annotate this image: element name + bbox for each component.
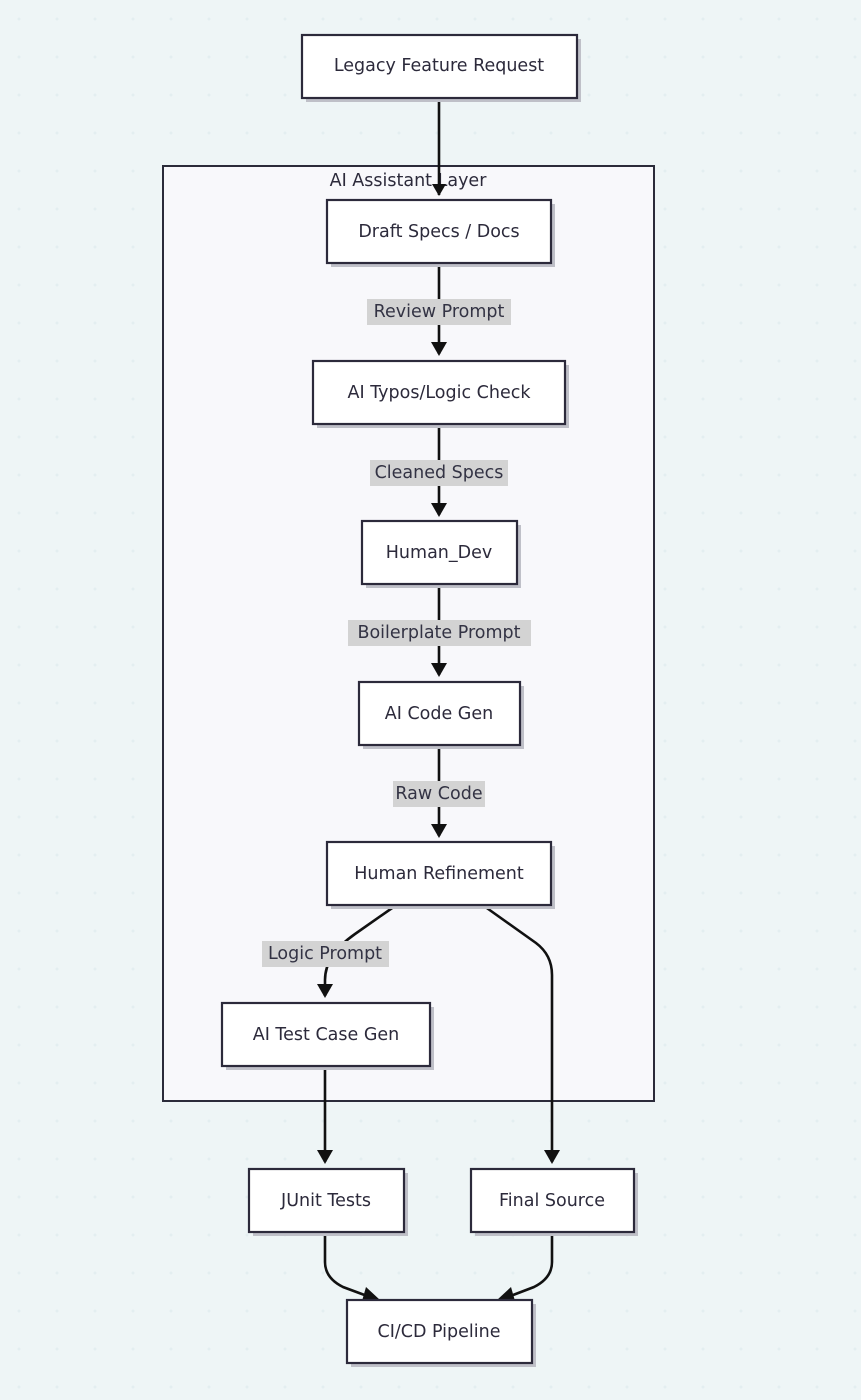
node-human-refinement[interactable]: Human Refinement — [325, 840, 555, 909]
node-legacy-feature-request-label: Legacy Feature Request — [334, 56, 544, 76]
arrow-to-refine — [431, 824, 447, 838]
arrow-to-final — [544, 1150, 560, 1164]
node-ci-cd-pipeline-label: CI/CD Pipeline — [377, 1322, 500, 1342]
edge-label-boilerplate-prompt-text: Boilerplate Prompt — [357, 623, 520, 643]
edge-junit-to-cicd — [323, 1233, 379, 1302]
edge-label-cleaned-specs-text: Cleaned Specs — [375, 463, 504, 483]
edge-refine-to-final — [483, 904, 554, 1162]
edge-labels: Review Prompt Cleaned Specs Boilerplate … — [262, 299, 531, 967]
edge-label-cleaned-specs: Cleaned Specs — [370, 460, 508, 486]
node-ai-test-case-gen-label: AI Test Case Gen — [253, 1025, 400, 1045]
edge-final-to-cicd — [499, 1233, 554, 1302]
node-human-dev[interactable]: Human_Dev — [360, 519, 521, 588]
edge-label-logic-prompt-text: Logic Prompt — [268, 944, 382, 964]
node-human-refinement-label: Human Refinement — [354, 864, 524, 884]
arrow-to-junit — [317, 1150, 333, 1164]
edge-label-raw-code: Raw Code — [393, 781, 485, 807]
node-draft-specs-docs-label: Draft Specs / Docs — [358, 222, 519, 242]
node-ai-test-case-gen[interactable]: AI Test Case Gen — [220, 1001, 434, 1070]
node-final-source-label: Final Source — [499, 1191, 605, 1211]
edges — [317, 98, 560, 1302]
node-ai-typos-logic-check[interactable]: AI Typos/Logic Check — [311, 359, 569, 428]
node-human-dev-label: Human_Dev — [386, 543, 492, 563]
edge-label-review-prompt: Review Prompt — [367, 299, 511, 325]
cluster-title: AI Assistant Layer — [330, 171, 488, 191]
node-ai-code-gen-label: AI Code Gen — [385, 704, 493, 724]
node-final-source[interactable]: Final Source — [469, 1167, 638, 1236]
node-junit-tests-label: JUnit Tests — [280, 1191, 371, 1211]
node-ci-cd-pipeline[interactable]: CI/CD Pipeline — [345, 1298, 536, 1367]
node-legacy-feature-request[interactable]: Legacy Feature Request — [300, 33, 581, 102]
node-draft-specs-docs[interactable]: Draft Specs / Docs — [325, 198, 555, 267]
arrow-junit-to-cicd — [362, 1287, 380, 1301]
arrow-to-draft — [432, 184, 446, 196]
edge-label-boilerplate-prompt: Boilerplate Prompt — [348, 620, 531, 646]
edge-label-raw-code-text: Raw Code — [395, 784, 482, 804]
arrow-to-code-gen — [431, 663, 447, 677]
node-ai-code-gen[interactable]: AI Code Gen — [357, 680, 524, 749]
node-junit-tests[interactable]: JUnit Tests — [247, 1167, 408, 1236]
arrow-to-typos — [431, 342, 447, 356]
nodes: Legacy Feature Request Draft Specs / Doc… — [220, 33, 638, 1367]
node-ai-typos-logic-check-label: AI Typos/Logic Check — [348, 383, 532, 403]
edge-label-review-prompt-text: Review Prompt — [374, 302, 505, 322]
arrow-to-test-gen — [317, 984, 333, 998]
edge-label-logic-prompt: Logic Prompt — [262, 941, 389, 967]
arrow-final-to-cicd — [497, 1287, 515, 1301]
arrow-to-human-dev — [431, 503, 447, 517]
